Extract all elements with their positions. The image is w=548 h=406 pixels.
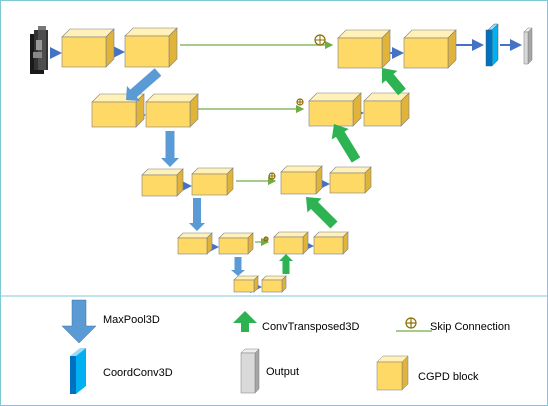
dec-block-l2-b bbox=[363, 92, 410, 127]
dec-block-l3-a bbox=[280, 165, 323, 195]
dec-block-l2-a bbox=[308, 92, 362, 127]
convtransposed-arrow bbox=[331, 124, 361, 163]
cgpd-block-icon bbox=[376, 355, 409, 391]
dec-block-l1-a bbox=[337, 29, 391, 69]
legend-skip-label: Skip Connection bbox=[430, 321, 510, 333]
enc-block-l4-b bbox=[218, 232, 254, 255]
dec-block-l1-b bbox=[403, 29, 457, 69]
legend-output-label: Output bbox=[266, 366, 299, 378]
legend-convtransposed-label: ConvTransposed3D bbox=[262, 321, 359, 333]
input-volume-icon bbox=[30, 26, 48, 74]
maxpool-arrow bbox=[161, 131, 179, 167]
skip-connections bbox=[180, 34, 334, 247]
enc-block-l4-a bbox=[177, 232, 213, 255]
cgpd-blocks bbox=[61, 27, 457, 293]
convtransposed-arrow bbox=[279, 254, 293, 274]
convtransposed-arrow bbox=[306, 197, 338, 229]
coordconv-block bbox=[485, 23, 499, 67]
bottleneck-block-b bbox=[261, 275, 287, 293]
coordconv-icon bbox=[70, 348, 86, 394]
maxpool-arrow bbox=[126, 68, 162, 101]
enc-block-l3-b bbox=[191, 167, 234, 196]
network-diagram bbox=[30, 23, 533, 293]
legend-maxpool-label: MaxPool3D bbox=[103, 314, 160, 326]
dec-block-l4-a bbox=[273, 231, 309, 255]
sampling-arrows bbox=[126, 68, 406, 276]
maxpool-arrow bbox=[231, 257, 245, 276]
convtransposed-arrow bbox=[382, 68, 406, 96]
convtransposed-arrow-icon bbox=[233, 311, 257, 332]
enc-block-l2-b bbox=[145, 93, 199, 128]
maxpool-arrow-icon bbox=[61, 299, 97, 344]
legend-cgpd-label: CGPD block bbox=[418, 371, 479, 383]
skip-connection-icon bbox=[396, 317, 432, 332]
bottleneck-block-a bbox=[233, 275, 259, 293]
enc-block-l1-a bbox=[61, 28, 115, 68]
legend: MaxPool3D ConvTransposed3D Skip Connecti… bbox=[61, 299, 510, 394]
legend-coordconv-label: CoordConv3D bbox=[103, 367, 173, 379]
dec-block-l3-b bbox=[329, 166, 372, 194]
output-icon bbox=[240, 348, 260, 394]
enc-block-l1-b bbox=[124, 27, 178, 68]
enc-block-l3-a bbox=[141, 168, 184, 197]
output-block bbox=[523, 27, 533, 65]
maxpool-arrow bbox=[189, 198, 205, 231]
dec-block-l4-b bbox=[313, 231, 349, 255]
